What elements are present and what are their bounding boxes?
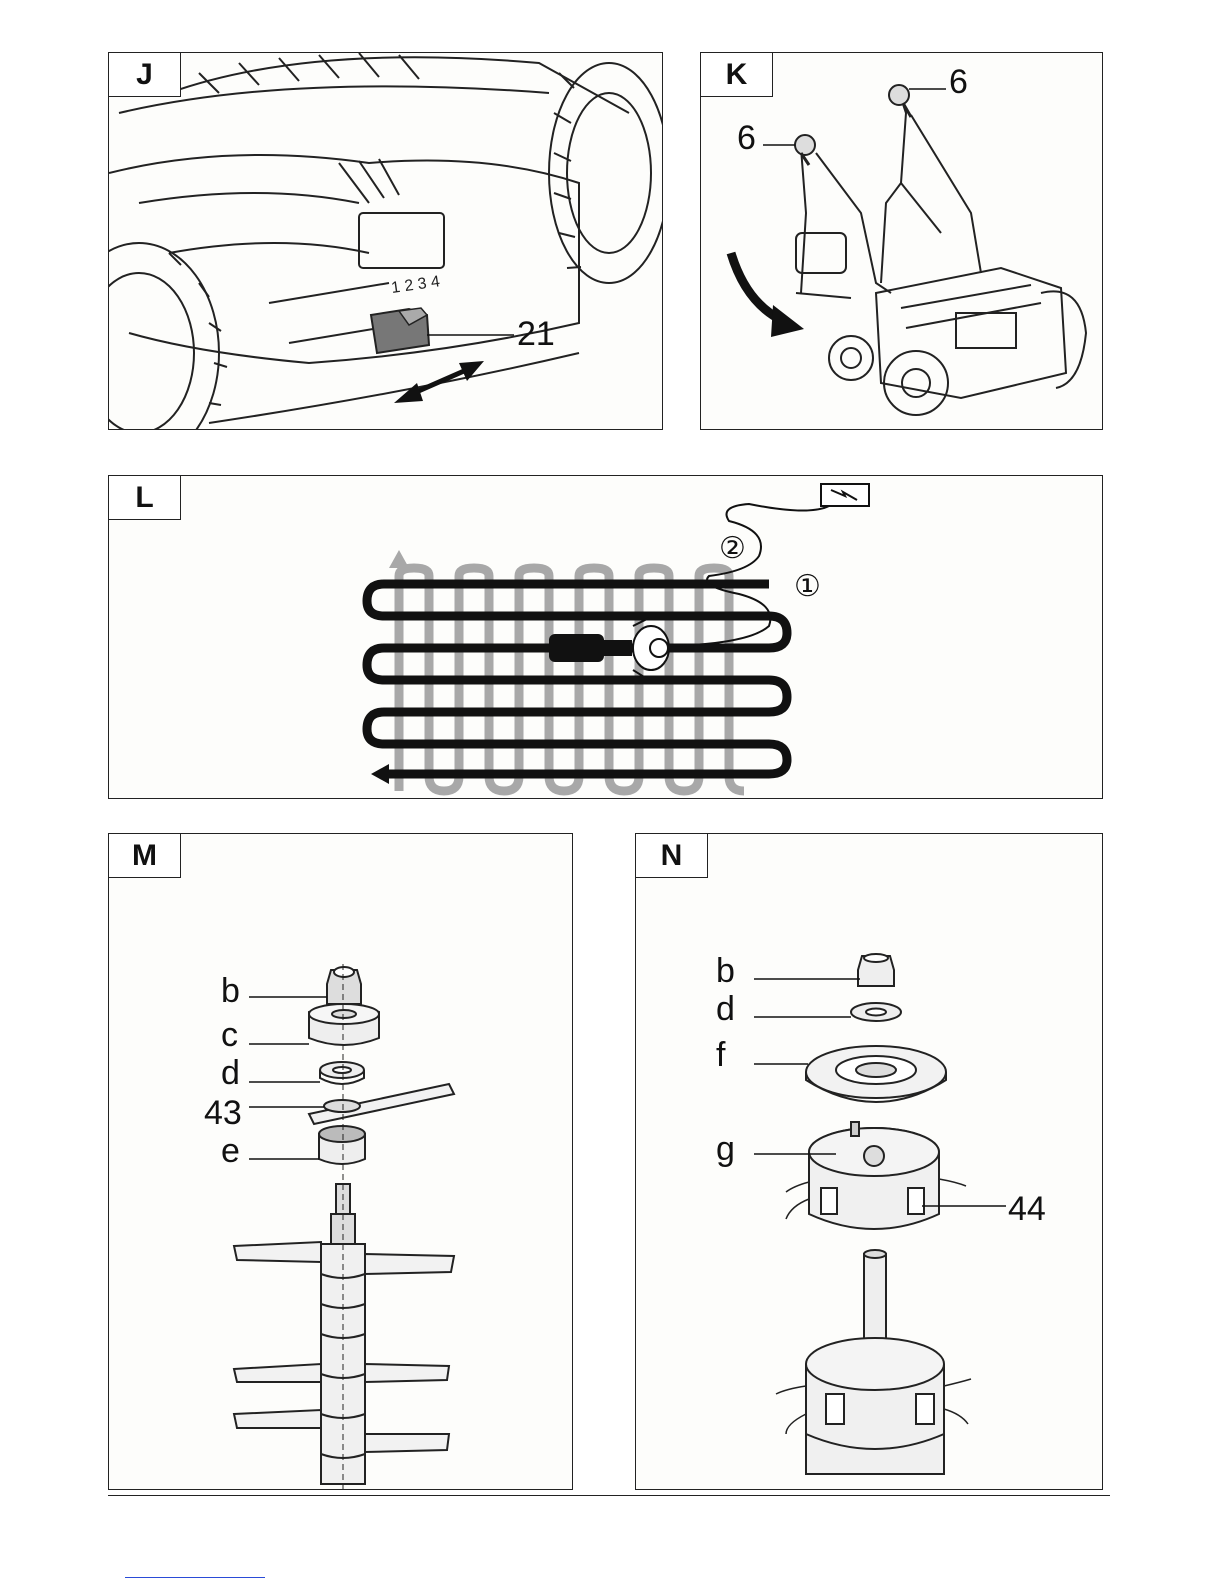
up-arrow-icon	[389, 550, 409, 568]
panel-tag: J	[109, 53, 181, 97]
handle-fold-illustration: 6 6	[701, 53, 1103, 430]
scarifier-switch-illustration: 1 2 3 4 21	[109, 53, 663, 430]
panel-tag: K	[701, 53, 773, 97]
mowing-pattern-diagram: ① ②	[109, 476, 1103, 799]
label-e: e	[221, 1132, 240, 1170]
height-adjust-switch	[371, 308, 429, 353]
panel-tag: N	[636, 834, 708, 878]
panel-m: M	[108, 833, 573, 1490]
label-1: ①	[794, 569, 821, 604]
blade-roller-exploded-view: b c d 43 e	[109, 834, 573, 1490]
label-2: ②	[719, 531, 746, 566]
footer-link-underline	[125, 1577, 265, 1578]
label-b: b	[221, 972, 240, 1010]
footer-rule	[108, 1495, 1110, 1496]
panel-k: K	[700, 52, 1103, 430]
speed-scale-digits: 1 2 3 4	[390, 273, 441, 297]
panel-j: J 1 2 3 4	[108, 52, 663, 430]
panel-tag: M	[109, 834, 181, 878]
tine-roller-exploded-view: b d f g 44	[636, 834, 1103, 1490]
label-d: d	[716, 990, 735, 1028]
left-arrow-icon	[371, 764, 389, 784]
fold-down-arrow-icon	[731, 253, 804, 337]
label-21: 21	[517, 315, 555, 353]
label-43: 43	[204, 1094, 242, 1132]
panel-n: N	[635, 833, 1103, 1490]
label-44: 44	[1008, 1190, 1046, 1228]
label-f: f	[716, 1036, 726, 1074]
power-socket-icon	[821, 484, 869, 506]
label-d: d	[221, 1054, 240, 1092]
label-6-left: 6	[737, 119, 756, 157]
knob-right	[889, 85, 911, 117]
panel-l: L ① ②	[108, 475, 1103, 799]
first-pass-path	[367, 584, 787, 774]
knob-left	[795, 135, 815, 165]
label-b: b	[716, 952, 735, 990]
label-6-right: 6	[949, 63, 968, 101]
label-g: g	[716, 1130, 735, 1168]
double-arrow-icon	[394, 361, 484, 403]
label-c: c	[221, 1016, 238, 1054]
panel-tag: L	[109, 476, 181, 520]
